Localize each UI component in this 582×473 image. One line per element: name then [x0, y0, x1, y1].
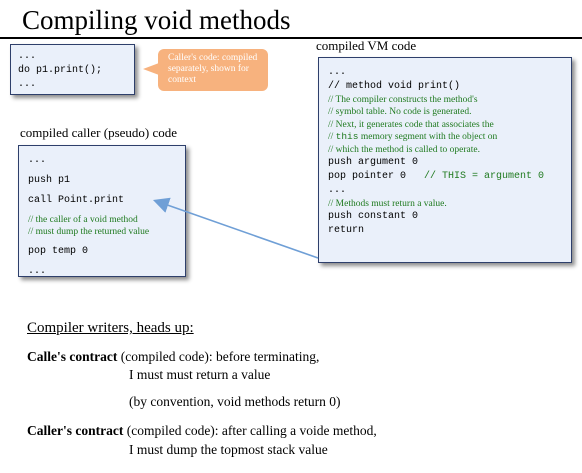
- title-rule: [0, 37, 582, 39]
- code-line: pop temp 0: [28, 245, 89, 257]
- caller-context-code-box: ... do p1.print(); ...: [10, 44, 135, 95]
- callee-contract-title: Calle's contract: [27, 349, 118, 364]
- code-line: push argument 0: [328, 156, 419, 168]
- callout-note: Caller's code: compiled separately, show…: [158, 49, 268, 91]
- caller-code-label: compiled caller (pseudo) code: [20, 125, 178, 140]
- code-comment: // which the method is called to operate…: [328, 144, 480, 155]
- caller-contract: Caller's contract (compiled code): after…: [27, 423, 377, 439]
- code-line: ...: [18, 79, 37, 90]
- code-comment: // this memory segment with the object o…: [328, 131, 562, 143]
- vm-code-box: ... // method void print() // The compil…: [318, 57, 572, 263]
- code-text: pop pointer 0: [328, 170, 407, 182]
- caller-code-box: ... push p1 call Point.print // the call…: [18, 145, 186, 277]
- code-line: push constant 0: [328, 211, 419, 223]
- code-line: ...: [28, 265, 47, 277]
- code-line: ...: [18, 51, 37, 62]
- callee-contract-line: (by convention, void methods return 0): [129, 394, 341, 409]
- code-inline-comment: // THIS = argument 0: [406, 170, 545, 182]
- code-line: pop pointer 0 // THIS = argument 0: [328, 170, 562, 184]
- code-comment: // symbol table. No code is generated.: [328, 107, 472, 118]
- comment-text: //: [328, 132, 336, 143]
- code-line: // method void print(): [328, 81, 461, 92]
- code-comment: // Next, it generates code that associat…: [328, 119, 494, 130]
- code-line: ...: [28, 155, 47, 166]
- caller-contract-title: Caller's contract: [27, 423, 124, 438]
- callee-contract: Calle's contract (compiled code): before…: [27, 349, 319, 365]
- caller-contract-text: (compiled code): after calling a voide m…: [123, 423, 377, 438]
- comment-keyword: this: [335, 131, 359, 143]
- code-comment: // Methods must return a value.: [328, 198, 447, 209]
- page-title: Compiling void methods: [22, 5, 291, 35]
- comment-text: memory segment with the object on: [358, 132, 498, 143]
- heads-up-heading: Compiler writers, heads up:: [27, 320, 194, 336]
- code-comment: // must dump the returned value: [28, 227, 150, 238]
- callee-contract-line: I must must return a value: [129, 367, 271, 382]
- callout-pointer: [143, 63, 159, 75]
- code-line: ...: [328, 67, 347, 78]
- code-comment: // The compiler constructs the method's: [328, 95, 478, 105]
- code-line: push p1: [28, 175, 71, 186]
- code-line: ...: [328, 184, 347, 196]
- callee-contract-text: (compiled code): before terminating,: [117, 349, 320, 364]
- code-line: return: [328, 225, 365, 237]
- code-line: do p1.print();: [18, 65, 103, 76]
- vm-code-label: compiled VM code: [316, 38, 417, 53]
- code-line: call Point.print: [28, 195, 125, 206]
- caller-contract-line: I must dump the topmost stack value: [129, 442, 328, 457]
- code-comment: // the caller of a void method: [28, 215, 138, 225]
